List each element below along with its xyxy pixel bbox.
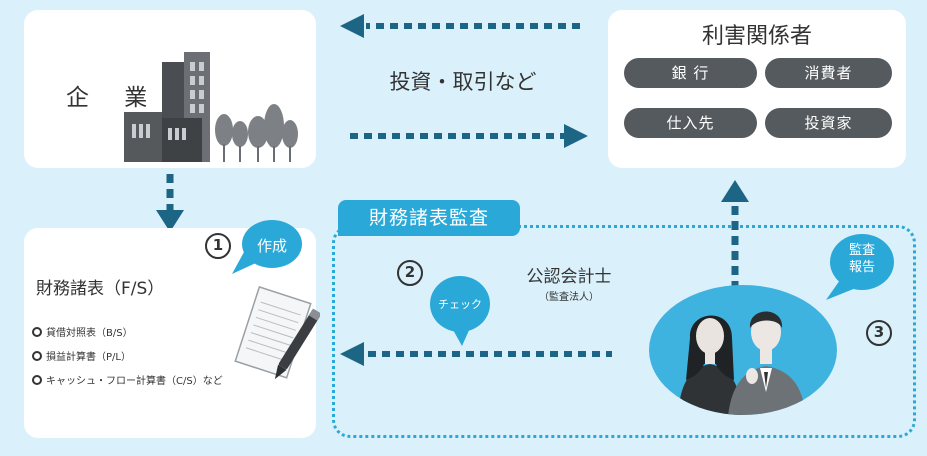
fs-item-balance-sheet: 貸借対照表（B/S）: [32, 324, 133, 339]
step-1-label: 作成: [256, 237, 287, 255]
auditor-label: 公認会計士: [526, 267, 612, 287]
notepad-pen-icon: [234, 285, 320, 380]
stakeholder-card: [608, 10, 906, 168]
fs-item-label: 損益計算書（P/L）: [46, 352, 131, 363]
stakeholder-pill-bank: 銀 行: [624, 58, 757, 88]
step-2-label: チェック: [438, 298, 482, 311]
company-building-icon: [124, 52, 298, 162]
bullet-icon: [32, 350, 42, 361]
arrow-stakeholders-to-company: [340, 14, 580, 38]
company-label: 企 業: [66, 85, 162, 111]
auditor-sub-label: （監査法人）: [539, 292, 599, 303]
stakeholder-pill-consumer: 消費者: [765, 58, 892, 88]
step-3-speech-bubble: [826, 234, 894, 300]
step-2-speech-bubble: [430, 276, 490, 346]
stakeholder-pill-investor: 投資家: [765, 108, 892, 138]
fs-item-income-statement: 損益計算書（P/L）: [32, 348, 131, 363]
bullet-icon: [32, 326, 42, 337]
step-2-number: 2: [397, 260, 423, 286]
company-card: 企 業: [24, 10, 316, 168]
step-1-number: 1: [205, 233, 231, 259]
arrow-company-to-fs: [156, 174, 184, 232]
step-3-label: 監査 報告: [848, 243, 875, 275]
fs-item-label: 貸借対照表（B/S）: [46, 328, 133, 339]
step-1-speech-bubble: [232, 220, 302, 274]
step-3-number: 3: [866, 320, 892, 346]
fs-item-label: キャッシュ・フロー計算書（C/S）など: [46, 376, 223, 387]
audit-tab: 財務諸表監査: [338, 200, 520, 236]
stakeholder-pill-supplier: 仕入先: [624, 108, 757, 138]
audit-frame: [332, 225, 916, 438]
stakeholder-title: 利害関係者: [701, 24, 812, 49]
bullet-icon: [32, 374, 42, 385]
fs-title: 財務諸表（F/S）: [36, 279, 165, 299]
fs-item-cash-flow: キャッシュ・フロー計算書（C/S）など: [32, 372, 223, 387]
investment-label: 投資・取引など: [389, 70, 537, 94]
auditors-illustration: [649, 285, 837, 415]
arrow-auditor-to-fs: [340, 342, 612, 366]
arrow-company-to-stakeholders: [350, 124, 588, 148]
